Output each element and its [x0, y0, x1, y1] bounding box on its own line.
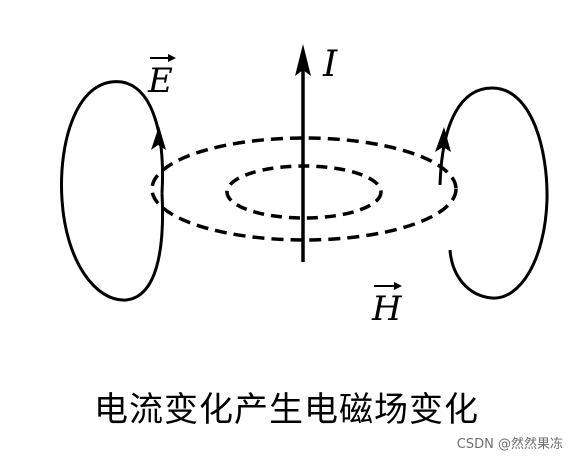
current-label: I	[322, 44, 338, 85]
right-electric-loop	[438, 86, 549, 300]
magnetic-field-label: H	[371, 289, 403, 329]
left-electric-loop	[60, 80, 164, 302]
magnetic-vector-arrow	[374, 282, 402, 290]
electric-vector-arrow	[150, 54, 176, 62]
current-arrowhead	[295, 44, 311, 76]
electric-field-label: E	[147, 61, 173, 101]
left-loop-arrowhead	[151, 126, 166, 150]
right-loop-arrowhead	[435, 127, 451, 152]
outer-magnetic-loop	[150, 136, 458, 242]
watermark: CSDN @然然果冻	[456, 437, 563, 452]
diagram-caption: 电流变化产生电磁场变化	[94, 390, 479, 430]
